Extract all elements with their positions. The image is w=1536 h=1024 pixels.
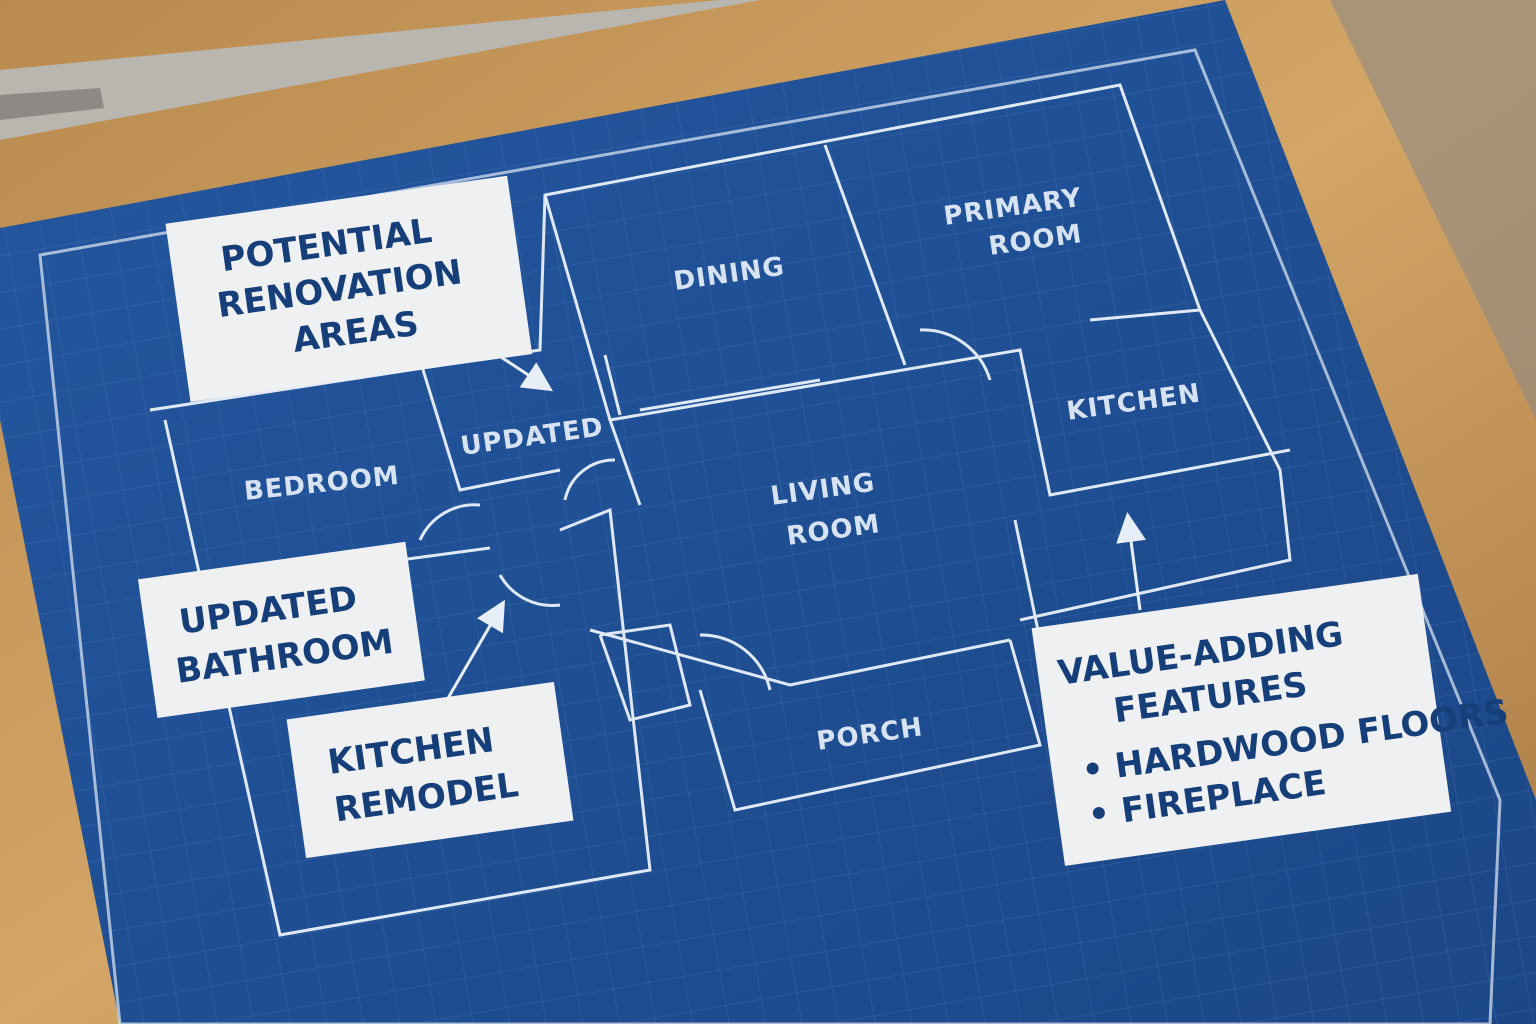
arrow-value — [1116, 512, 1146, 611]
metal-ruler — [0, 0, 760, 140]
background-wall — [1330, 0, 1536, 420]
callout-kitchen-remodel: KITCHEN REMODEL — [286, 681, 574, 859]
floor-plan-walls — [149, 83, 1292, 937]
sheet-border — [38, 48, 1502, 1024]
ruler-clip — [0, 88, 104, 120]
arrow-kitchen-remodel — [438, 599, 506, 713]
callout-renovation: POTENTIAL RENOVATION AREAS — [165, 175, 533, 402]
callout-value-adding: VALUE-ADDING FEATURES • HARDWOOD FLOORS … — [1031, 573, 1511, 866]
callout-updated-bathroom: UPDATED BATHROOM — [137, 541, 425, 719]
